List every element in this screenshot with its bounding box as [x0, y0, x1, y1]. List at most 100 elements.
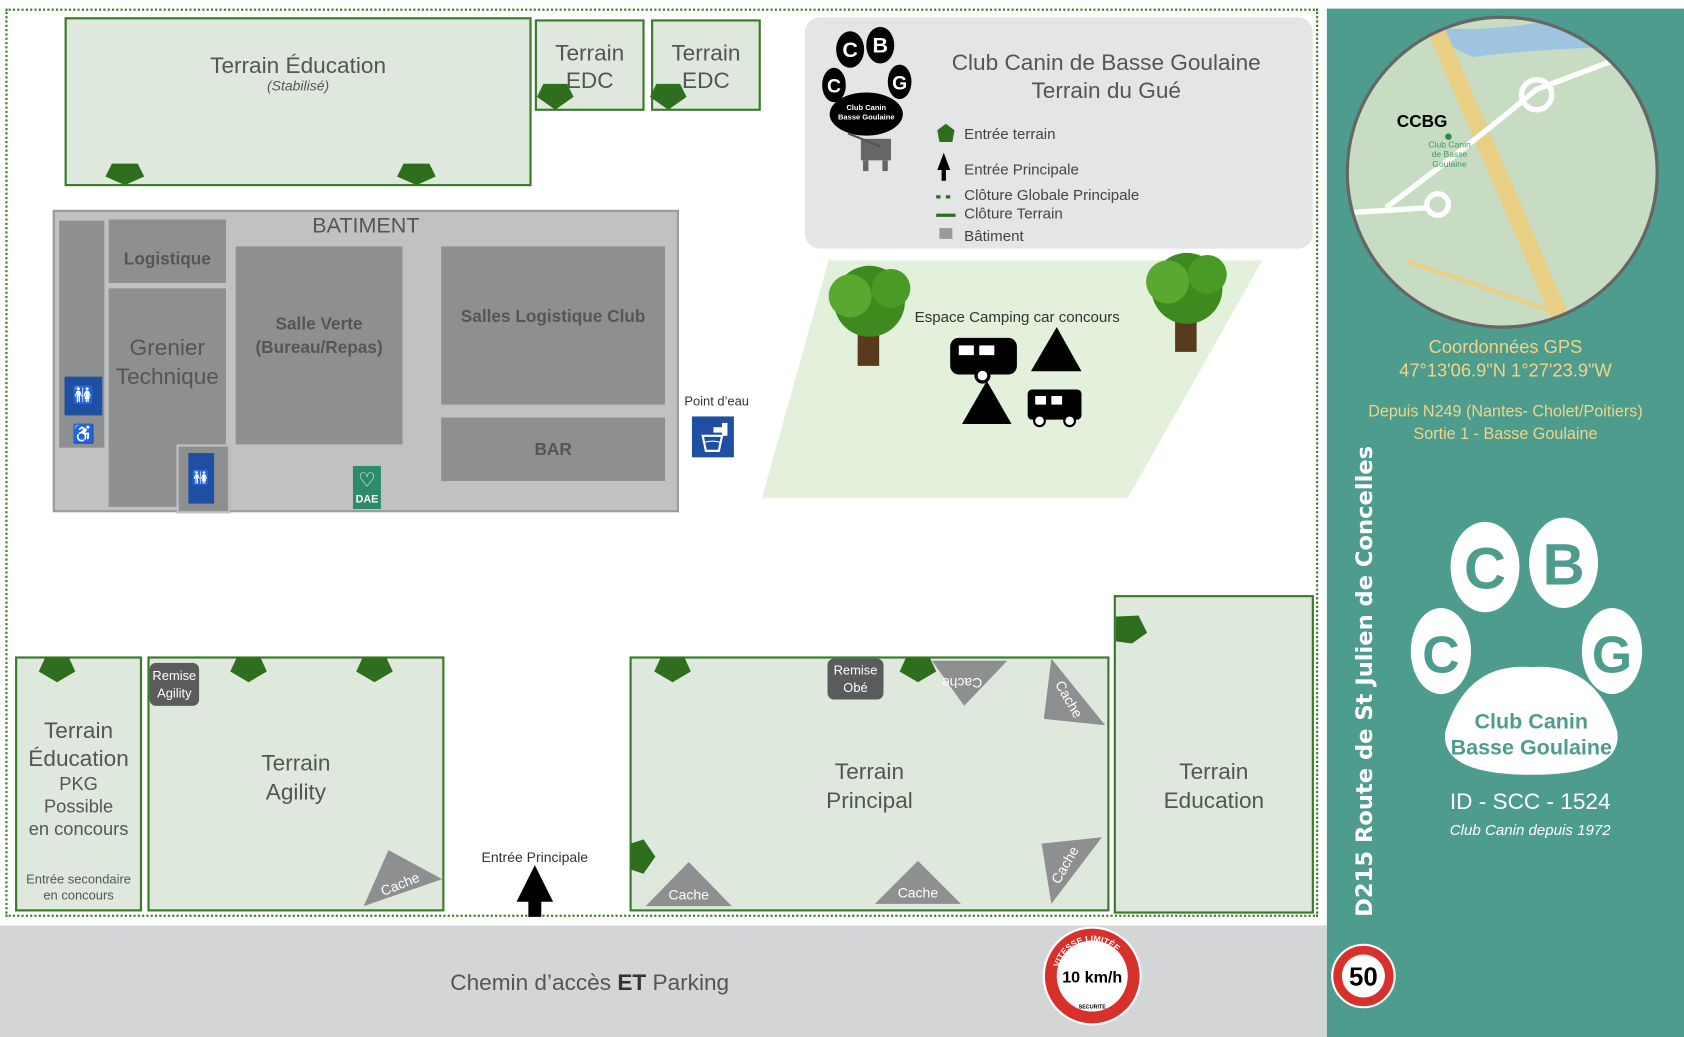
secondary-entrance-note: en concours	[43, 887, 114, 903]
cache-marker	[931, 660, 1008, 706]
room-label: (Bureau/Repas)	[255, 338, 383, 358]
cache-marker	[645, 861, 732, 907]
tent-icon	[1030, 327, 1082, 372]
legend-item: Bâtiment	[964, 227, 1024, 245]
shed-label: Remise	[152, 668, 197, 684]
main-entrance-arrow-icon	[516, 865, 554, 917]
club-logo-large: C B C G Club Canin Basse Goulaine	[1410, 517, 1643, 775]
field-note: en concours	[28, 818, 129, 840]
road-label-text: Chemin d’accès	[450, 970, 618, 996]
field-title: Education	[1163, 788, 1265, 814]
water-tap-icon	[691, 416, 734, 458]
speed-limit-value: 50	[1349, 964, 1378, 992]
room-label: Logistique	[123, 250, 211, 270]
building-title: BATIMENT	[312, 214, 420, 238]
club-since: Club Canin depuis 1972	[1449, 821, 1611, 839]
club-logo: C B C G	[822, 26, 912, 172]
map-pin-icon	[1445, 133, 1452, 140]
legend-item: Entrée terrain	[964, 124, 1056, 143]
speed-limit-50-sign: 50	[1331, 943, 1396, 1009]
svg-text:B: B	[872, 34, 888, 58]
cache-label: Cache	[669, 887, 710, 903]
logo-text: Club Canin	[846, 104, 887, 112]
room-salle-verte: Salle Verte (Bureau/Repas)	[235, 246, 403, 445]
gps-coordinates[interactable]: 47°13'06.9"N 1°27'23.9"W	[1399, 360, 1612, 381]
road-label: Chemin d’accès ET Parking	[323, 971, 857, 997]
map-label: CCBG	[1397, 111, 1448, 131]
field-title: EDC	[565, 68, 614, 94]
field-title: Terrain	[671, 40, 741, 66]
road-label-bold: ET	[617, 970, 647, 996]
field-entry-icon	[356, 657, 393, 683]
room-label: Salle Verte	[275, 315, 363, 334]
speed-sign-bottom-text: SECURITE	[1079, 1004, 1107, 1010]
tent-icon	[962, 380, 1012, 424]
shed-label: Remise	[833, 662, 878, 678]
room-salles-logistique: Salles Logistique Club	[441, 246, 666, 405]
room-label: Technique	[115, 364, 219, 390]
legend-subtitle: Terrain du Gué	[1031, 78, 1181, 104]
field-title: EDC	[682, 68, 730, 94]
club-id: ID - SCC - 1524	[1449, 789, 1611, 815]
solid-fence-icon	[936, 213, 956, 217]
room-label: Salles Logistique Club	[460, 307, 646, 327]
field-title: Terrain	[834, 759, 905, 785]
cache-marker	[1043, 658, 1106, 726]
field-title: Terrain	[44, 718, 114, 744]
field-entry-icon	[654, 657, 691, 683]
accessible-toilets-icon: 🚻♿	[64, 376, 103, 444]
field-title: Terrain	[555, 40, 625, 66]
legend-item: Clôture Globale Principale	[964, 186, 1140, 204]
dashed-fence-icon	[936, 195, 956, 199]
tree-icon	[1146, 252, 1227, 352]
toilets-icon: 🚻	[188, 453, 215, 504]
legend-item: Clôture Terrain	[964, 204, 1063, 222]
svg-text:C: C	[842, 38, 858, 62]
room-bar: BAR	[441, 417, 666, 482]
heart-icon: ♡	[358, 469, 376, 491]
logo-letter: G	[1592, 626, 1632, 684]
logo-letter: B	[1543, 532, 1585, 597]
field-education-top: Terrain Éducation (Stabilisé)	[64, 17, 532, 187]
logo-letter: C	[1464, 537, 1506, 602]
speed-limit-10-sign: VITESSE LIMITÉE 10 km/h SECURITE	[1042, 926, 1142, 1026]
legend-title: Club Canin de Basse Goulaine	[951, 50, 1261, 76]
cache-label: Cache	[942, 675, 983, 691]
field-subtitle: (Stabilisé)	[266, 77, 330, 94]
legend-panel: C B C G Club Canin Basse Goulaine Club C…	[804, 17, 1313, 249]
location-map[interactable]: CCBG	[1343, 14, 1666, 337]
shed-label: Obé	[843, 680, 868, 696]
room-logistique: Logistique	[108, 219, 226, 284]
field-entry-icon	[397, 163, 436, 186]
secondary-entrance-note: Entrée secondaire	[26, 871, 131, 887]
cache-label: Cache	[898, 884, 939, 900]
directions-line: Sortie 1 - Basse Goulaine	[1413, 425, 1598, 444]
field-title: Principal	[826, 788, 913, 814]
field-entry-icon	[536, 83, 574, 110]
logo-text: Club Canin	[1475, 710, 1589, 734]
legend-item: Entrée Principale	[964, 160, 1079, 178]
field-title: Agility	[265, 780, 327, 805]
gps-title: Coordonnées GPS	[1428, 336, 1583, 358]
field-entry-icon	[899, 657, 937, 683]
room-label: Grenier	[129, 335, 206, 361]
field-education-left: Terrain Éducation PKG Possible en concou…	[15, 656, 143, 912]
field-entry-icon	[1115, 615, 1148, 644]
field-entry-icon	[38, 657, 76, 683]
water-point-label: Point d’eau	[684, 393, 749, 409]
field-education-right: Terrain Education	[1113, 595, 1314, 914]
logo-text: Basse Goulaine	[837, 114, 895, 122]
field-entry-icon	[649, 83, 687, 110]
entry-pentagon-icon	[937, 123, 955, 143]
field-title: Terrain	[1179, 759, 1249, 785]
directions-line: Depuis N249 (Nantes- Cholet/Poitiers)	[1368, 402, 1643, 421]
field-title: Terrain	[261, 751, 331, 776]
field-entry-icon	[630, 839, 656, 874]
field-note: PKG	[59, 773, 98, 795]
building: BATIMENT Logistique Grenier Technique Sa…	[52, 209, 680, 514]
